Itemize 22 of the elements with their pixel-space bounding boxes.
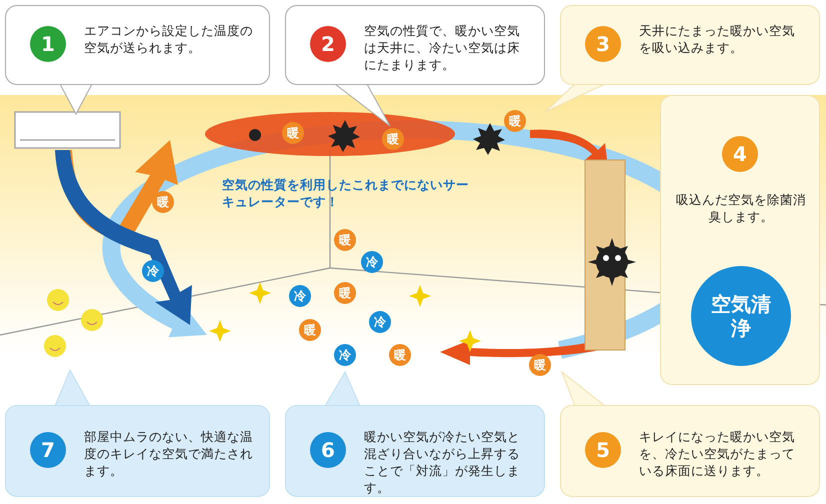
step-number: 1: [30, 26, 66, 62]
callout-box: [5, 405, 270, 497]
step-number: 4: [722, 136, 758, 172]
callout-text: 暖かい空気が冷たい空気と混ざり合いながら上昇することで「対流」が発生します。: [364, 428, 521, 496]
callout-text: 吸込んだ空気を除菌消臭します。: [675, 191, 807, 225]
step-number: 6: [310, 432, 346, 468]
callout-text: 部屋中ムラのない、快適な温度のキレイな空気で満たされます。: [84, 428, 254, 479]
air-temperature-label: 暖: [529, 354, 551, 376]
callout-text: 空気の性質で、暖かい空気は天井に、冷たい空気は床にたまります。: [364, 22, 521, 73]
callout-box: [660, 95, 820, 385]
step-number: 7: [30, 432, 66, 468]
air-purification-circle: 空気清浄: [691, 266, 791, 366]
callout-text: 天井にたまった暖かい空気を吸い込みます。: [639, 22, 796, 56]
callout-text: エアコンから設定した温度の空気が送られます。: [84, 22, 254, 56]
callout-box: [285, 405, 545, 497]
description-text: 空気の性質を利用したこれまでにないサーキュレーターです！: [222, 176, 470, 210]
step-number: 5: [585, 432, 621, 468]
callout-text: キレイになった暖かい空気を、冷たい空気がたまっている床面に送ります。: [639, 428, 796, 479]
callout-box: [5, 5, 270, 85]
air-temperature-label: 冷: [334, 344, 356, 366]
step-number: 3: [585, 26, 621, 62]
step-number: 2: [310, 26, 346, 62]
